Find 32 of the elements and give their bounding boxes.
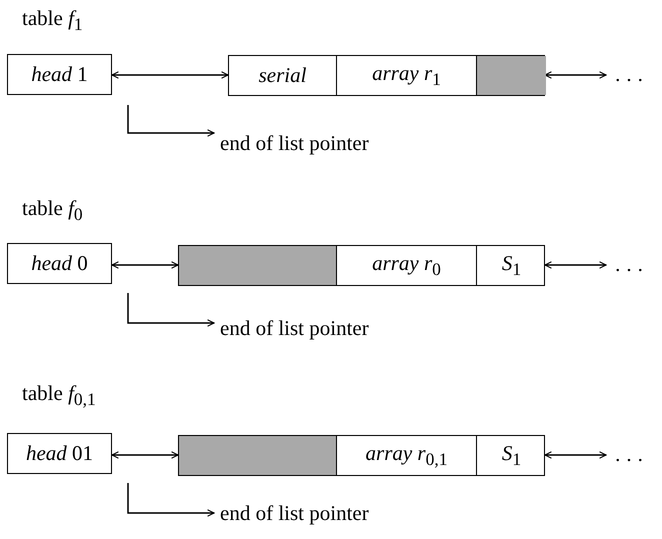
double-arrow bbox=[111, 451, 179, 459]
record-box bbox=[178, 245, 545, 286]
double-arrow bbox=[111, 71, 229, 79]
record-field: serial bbox=[229, 56, 336, 95]
double-arrow bbox=[544, 71, 607, 79]
table-heading: table f$_{1}$ bbox=[22, 6, 83, 36]
head-box: head 1 bbox=[7, 54, 112, 95]
leader-arrow bbox=[127, 105, 215, 137]
double-arrow bbox=[544, 261, 607, 269]
shaded-field bbox=[476, 56, 546, 95]
double-arrow bbox=[111, 261, 179, 269]
head-box: head 0 bbox=[7, 243, 112, 284]
head-box: head 01 bbox=[7, 433, 112, 474]
record-box bbox=[228, 55, 545, 96]
leader-arrow bbox=[127, 293, 215, 327]
record-field: array r$_{0,1}$ bbox=[336, 436, 476, 475]
ellipsis: ... bbox=[606, 62, 658, 88]
table-heading: table f$_{0,1}$ bbox=[22, 381, 96, 410]
pointer-label: end of list pointer bbox=[214, 305, 434, 341]
leader-arrow bbox=[127, 483, 215, 517]
double-arrow bbox=[544, 451, 607, 459]
record-box bbox=[178, 435, 545, 476]
ellipsis: ... bbox=[606, 442, 658, 468]
record-field: array r$_{0}$ bbox=[336, 246, 476, 285]
shaded-field bbox=[179, 246, 336, 285]
record-field: S$_{1}$ bbox=[476, 436, 546, 475]
pointer-label: end of list pointer bbox=[214, 490, 434, 526]
record-field: S$_{1}$ bbox=[476, 246, 546, 285]
pointer-label: end of list pointer bbox=[214, 120, 434, 156]
table-heading: table f$_{0}$ bbox=[22, 196, 83, 226]
shaded-field bbox=[179, 436, 336, 475]
ellipsis: ... bbox=[606, 252, 658, 278]
